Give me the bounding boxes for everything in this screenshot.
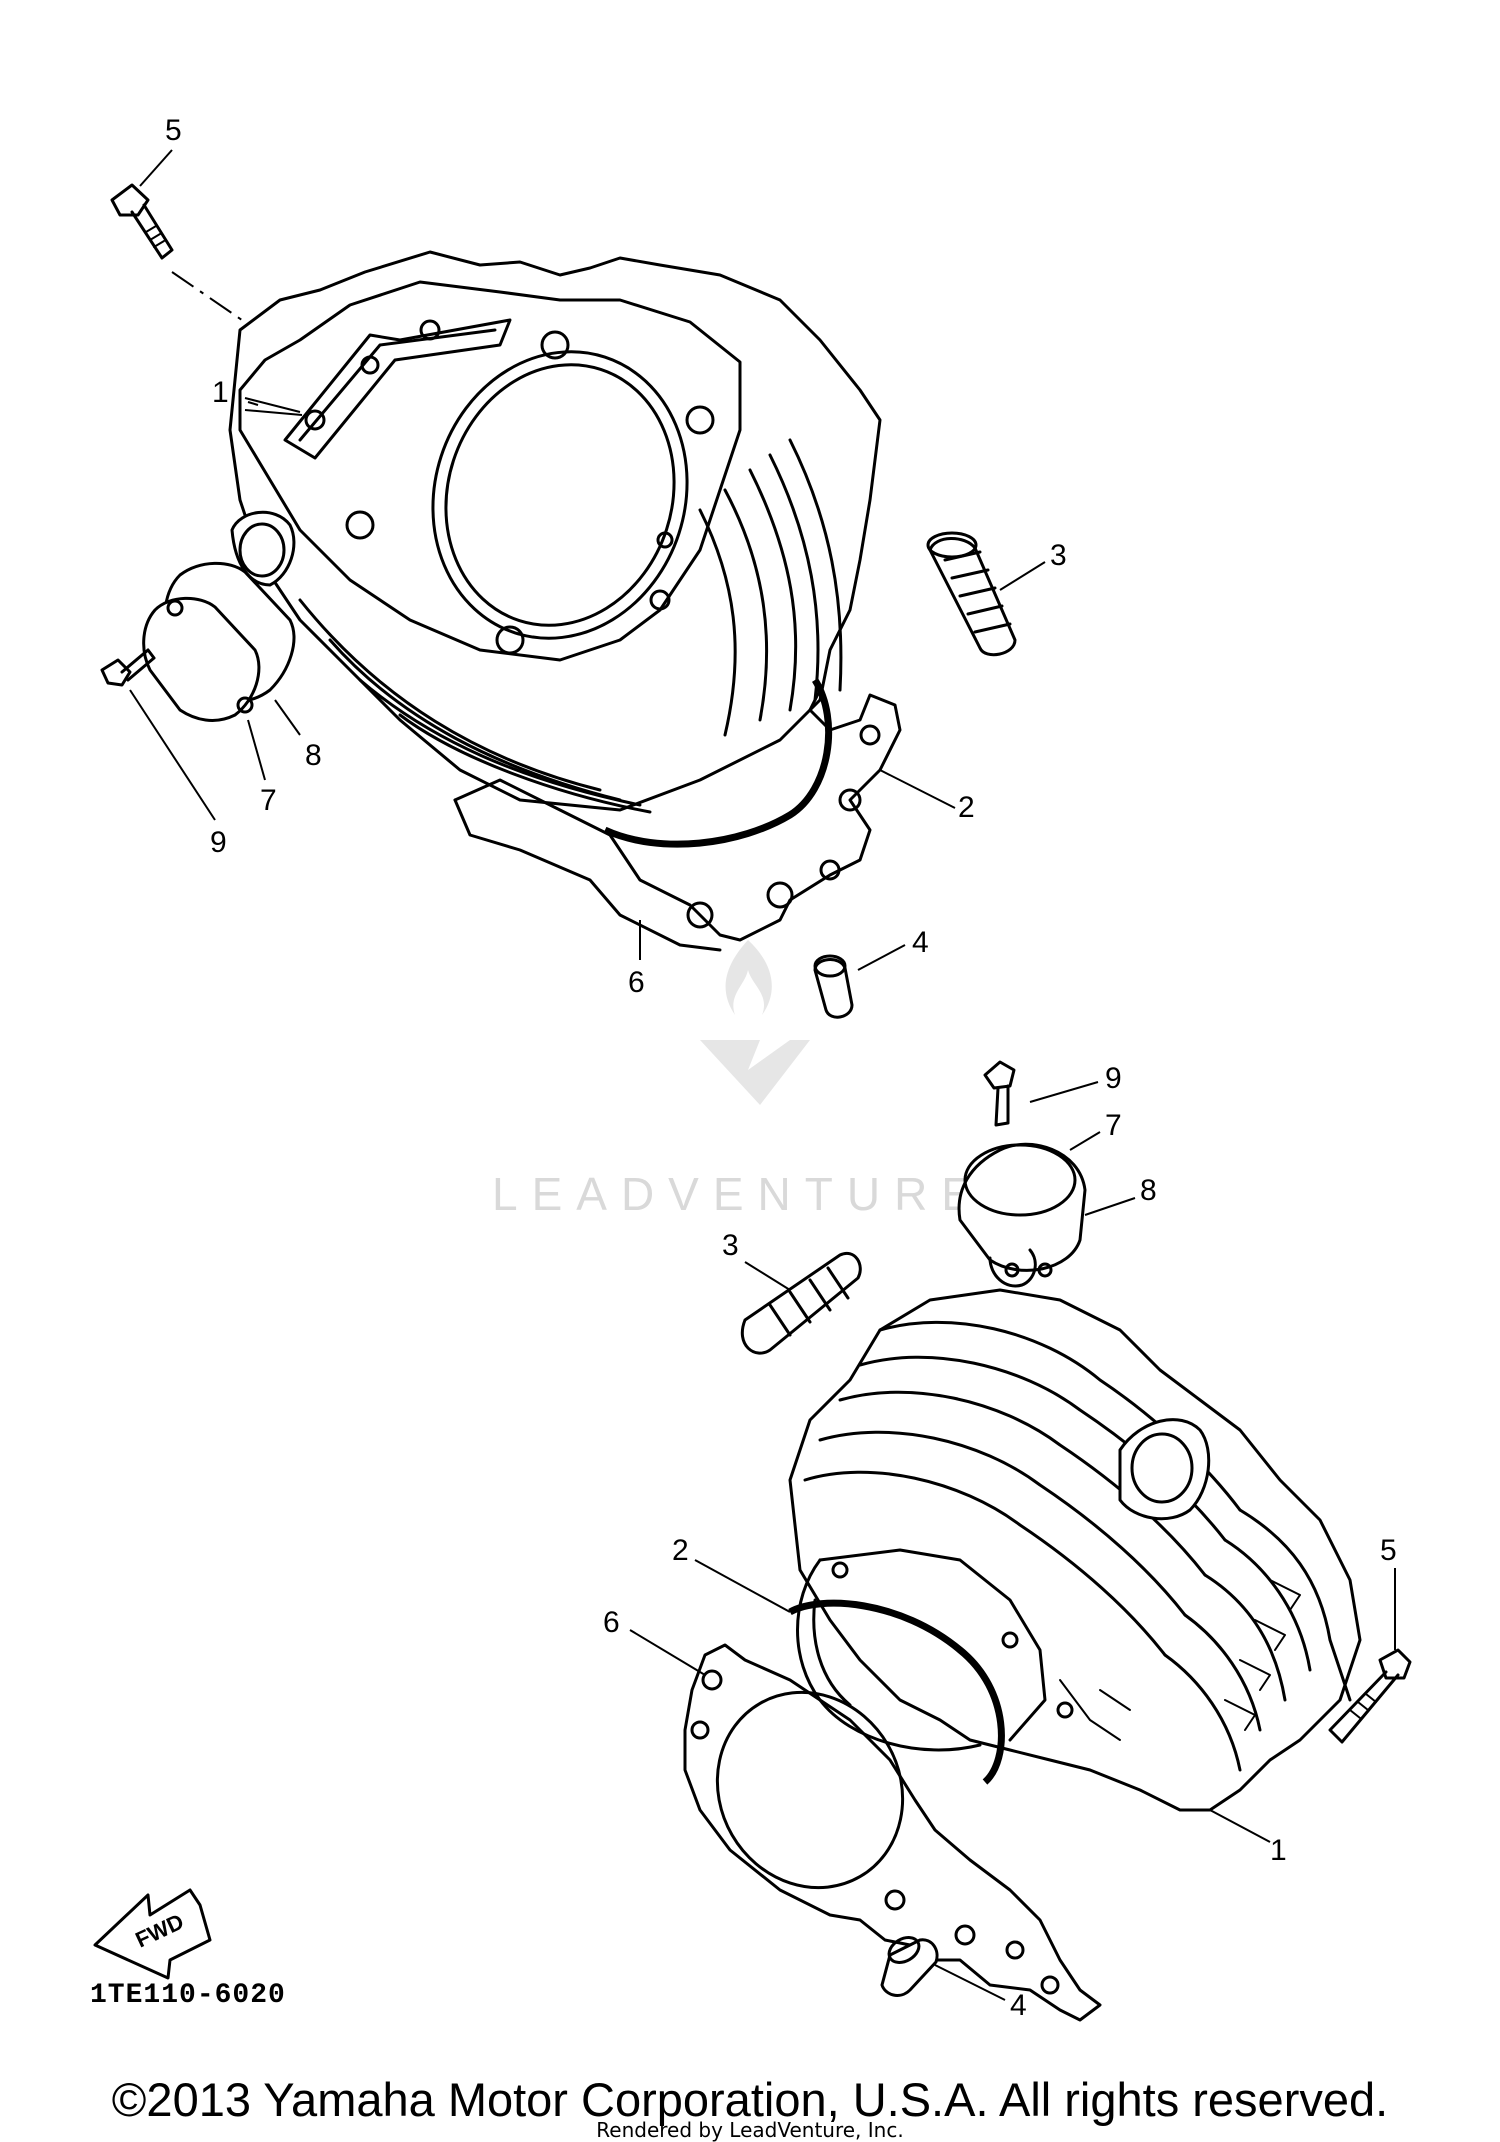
upper-callout-2: 2 [958, 791, 975, 824]
upper-dowel-4 [813, 954, 854, 1019]
upper-callout-6: 6 [628, 966, 645, 999]
upper-callout-8: 8 [305, 739, 322, 772]
lower-callout-4: 4 [1010, 1989, 1027, 2022]
upper-spring-3 [926, 531, 1017, 657]
lower-callout-3: 3 [722, 1229, 739, 1262]
upper-bolt-9 [100, 648, 156, 687]
upper-cover-7-gasket-8 [142, 561, 296, 722]
upper-callout-4: 4 [912, 926, 929, 959]
copyright-notice: ©2013 Yamaha Motor Corporation, U.S.A. A… [111, 2073, 1389, 2126]
upper-callout-5: 5 [165, 114, 182, 147]
lower-o-ring-2 [788, 1599, 1005, 1785]
upper-gasket-6 [453, 688, 902, 952]
upper-bolt-5 [110, 183, 174, 260]
part-code: 1TE110-6020 [90, 1980, 286, 2011]
upper-callout-3: 3 [1050, 539, 1067, 572]
watermark-text: LEADVENTURE [492, 1168, 986, 1220]
lower-bolt-9 [983, 1060, 1016, 1127]
upper-callout-9: 9 [210, 826, 227, 859]
lower-dowel-4 [880, 1936, 939, 1997]
lower-callout-5: 5 [1380, 1534, 1397, 1567]
lower-spring-3 [740, 1251, 862, 1355]
lower-callout-1: 1 [1270, 1834, 1287, 1867]
lower-callout-9: 9 [1105, 1062, 1122, 1095]
lower-assembly: FWD 9 7 8 3 2 6 5 1 4 1TE110-6020 [90, 1060, 1412, 2022]
lower-gasket-6 [683, 1643, 1102, 2022]
upper-callout-7: 7 [260, 784, 277, 817]
lower-callout-2: 2 [672, 1534, 689, 1567]
lower-callout-8: 8 [1140, 1174, 1157, 1207]
lower-cylinder [788, 1288, 1362, 1812]
upper-cylinder [228, 250, 882, 814]
lower-callout-7: 7 [1105, 1109, 1122, 1142]
upper-callout-1: 1 [212, 376, 229, 409]
upper-assembly: 5 1 3 8 7 9 2 6 4 [100, 114, 1067, 1019]
lower-bolt-5 [1328, 1648, 1412, 1744]
rendered-by-notice: Rendered by LeadVenture, Inc. [596, 2118, 904, 2142]
fwd-arrow-icon: FWD [93, 1888, 212, 1980]
lower-callout-6: 6 [603, 1606, 620, 1639]
leadventure-watermark: LEADVENTURE [492, 940, 986, 1220]
lower-cap-7-gasket-8 [957, 1142, 1087, 1288]
